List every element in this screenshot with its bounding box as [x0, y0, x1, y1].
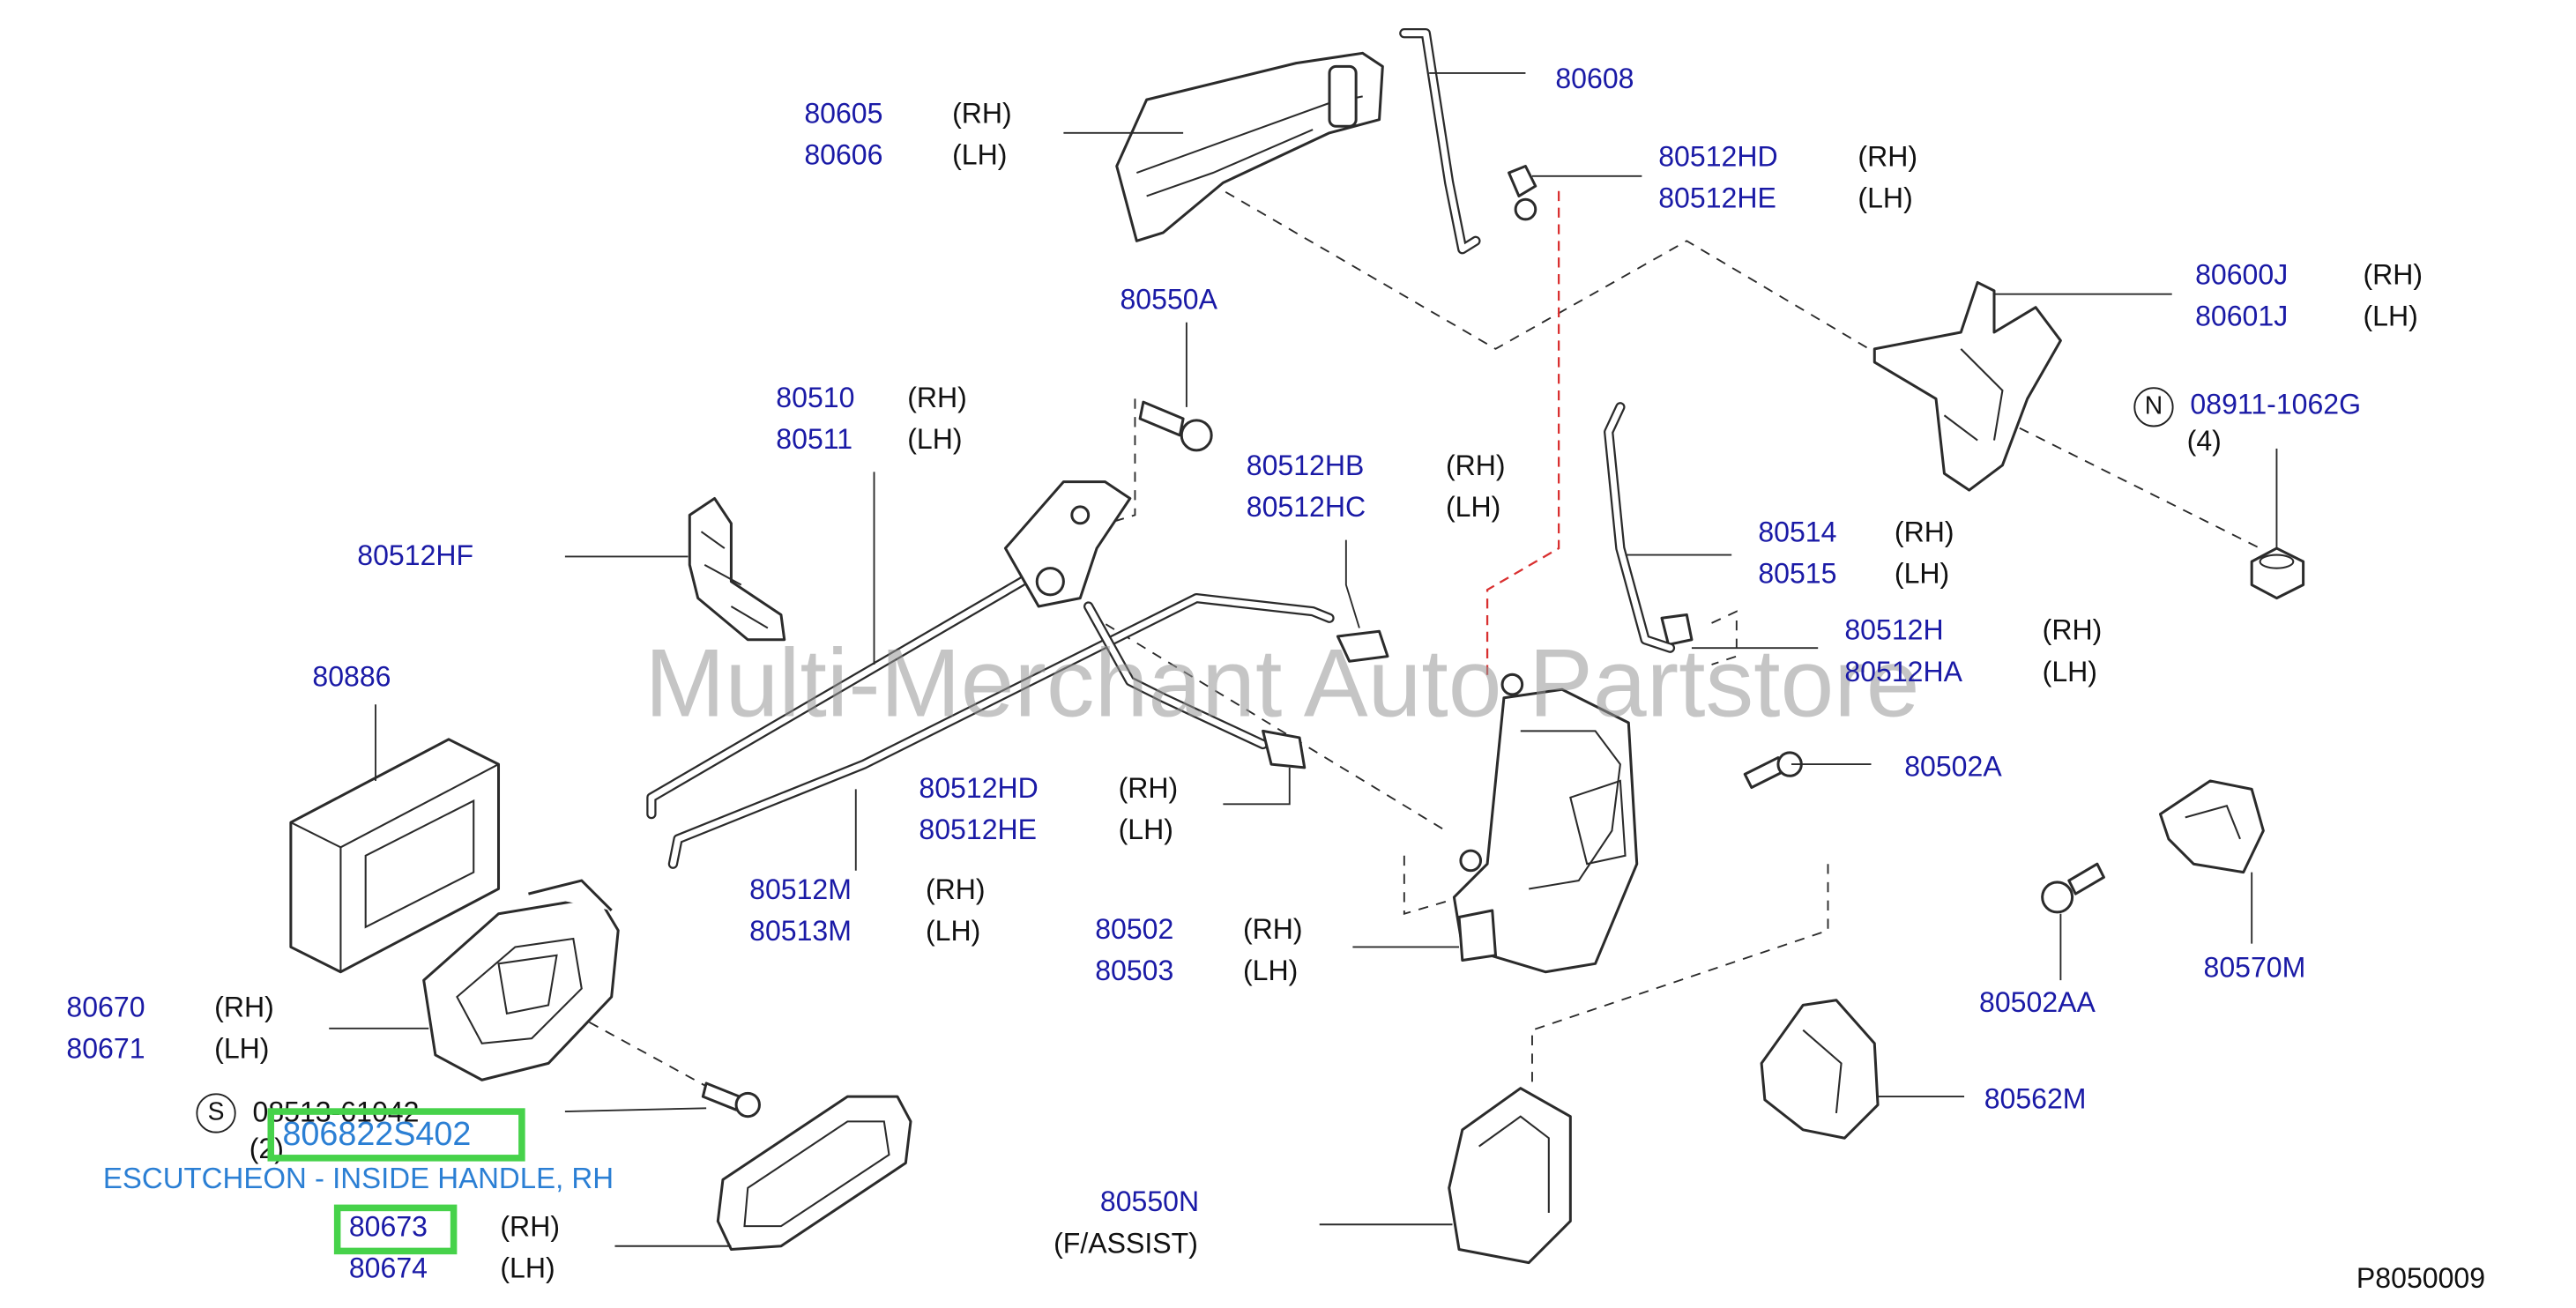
escutcheon-drawing	[716, 1095, 912, 1252]
label-80550a[interactable]: 80550A	[1120, 284, 1217, 316]
screw-80502a-drawing	[1743, 751, 1803, 789]
label-80562m[interactable]: 80562M	[1984, 1083, 2087, 1115]
side-80512hd-mid: (RH)	[1118, 772, 1179, 805]
side-80512hc: (LH)	[1445, 491, 1501, 524]
qty-08911: (4)	[2186, 425, 2222, 457]
side-80511: (LH)	[907, 423, 963, 456]
label-80512h[interactable]: 80512H	[1844, 614, 1944, 647]
bracket-80562m-drawing	[1760, 999, 1880, 1140]
leader-lines	[329, 71, 2278, 1247]
highlight-box-ref	[333, 1204, 458, 1255]
label-80674[interactable]: 80674	[348, 1252, 428, 1285]
side-80512hb: (RH)	[1445, 450, 1506, 482]
symbol-n-circle: N	[2133, 387, 2174, 427]
striker-80570m-drawing	[2158, 779, 2265, 874]
label-80886[interactable]: 80886	[312, 661, 391, 694]
side-80671: (LH)	[214, 1033, 270, 1066]
side-80674: (LH)	[500, 1252, 555, 1285]
label-80570m[interactable]: 80570M	[2203, 952, 2306, 984]
highlight-part-number[interactable]: 806822S402	[282, 1116, 472, 1154]
bellcrank-drawing	[1003, 480, 1132, 608]
label-80514[interactable]: 80514	[1758, 517, 1837, 549]
lock-rod-80514-drawing	[1604, 402, 1676, 653]
label-80550n[interactable]: 80550N	[1099, 1185, 1200, 1218]
side-80513m: (LH)	[925, 915, 981, 948]
side-80512he-top: (LH)	[1858, 182, 1913, 215]
seal-80886-drawing	[289, 738, 501, 974]
side-80515: (LH)	[1894, 558, 1950, 591]
side-80510: (RH)	[907, 382, 967, 414]
label-80502a[interactable]: 80502A	[1904, 751, 2002, 783]
door-lock-actuator-drawing	[1452, 673, 1639, 974]
highlight-description: ESCUTCHEON - INSIDE HANDLE, RH	[102, 1161, 614, 1195]
label-80512hd-top[interactable]: 80512HD	[1658, 141, 1778, 174]
label-80512hf[interactable]: 80512HF	[357, 539, 474, 572]
label-08911-1062g[interactable]: 08911-1062G	[2190, 389, 2362, 420]
label-80600j[interactable]: 80600J	[2195, 259, 2289, 291]
highlight-box-part-number	[267, 1108, 525, 1162]
note-80550n: (F/ASSIST)	[1053, 1228, 1198, 1260]
diagram-code: P8050009	[2356, 1262, 2486, 1295]
label-80512hb[interactable]: 80512HB	[1246, 450, 1365, 482]
label-80502[interactable]: 80502	[1095, 913, 1174, 946]
outside-handle-drawing	[1115, 28, 1537, 255]
side-80502: (RH)	[1242, 913, 1303, 946]
actuator-80550n-drawing	[1448, 1087, 1572, 1265]
watermark: Multi-Merchant Auto Partstore	[644, 629, 1920, 738]
side-80512he-mid: (LH)	[1118, 814, 1173, 846]
side-80601j: (LH)	[2363, 301, 2418, 332]
side-80600j: (RH)	[2363, 259, 2423, 291]
rod-clips-drawing	[1262, 613, 1694, 769]
label-80502aa[interactable]: 80502AA	[1979, 986, 2096, 1019]
side-80512ha: (LH)	[2042, 656, 2097, 688]
side-80670: (RH)	[214, 992, 274, 1024]
label-80512he-mid[interactable]: 80512HE	[919, 814, 1038, 846]
label-80512hc[interactable]: 80512HC	[1246, 491, 1366, 524]
label-80511[interactable]: 80511	[776, 423, 853, 456]
label-80608[interactable]: 80608	[1555, 63, 1634, 95]
label-80670[interactable]: 80670	[66, 992, 145, 1024]
bolt-80550a-drawing	[1138, 400, 1213, 452]
latch-bracket-80600j-drawing	[1872, 280, 2062, 492]
label-80512m[interactable]: 80512M	[749, 873, 852, 906]
label-80510[interactable]: 80510	[776, 382, 855, 414]
label-80605[interactable]: 80605	[804, 98, 883, 130]
label-80671[interactable]: 80671	[66, 1033, 145, 1066]
label-80606[interactable]: 80606	[804, 139, 883, 172]
side-80605: (RH)	[952, 98, 1012, 130]
screw-80502aa-drawing	[2041, 862, 2105, 914]
symbol-s-circle: S	[196, 1093, 236, 1133]
side-80514: (RH)	[1894, 517, 1954, 549]
side-80503: (LH)	[1242, 955, 1299, 987]
screw-08513-drawing	[701, 1081, 761, 1118]
inside-handle-drawing	[422, 879, 620, 1081]
label-80503[interactable]: 80503	[1095, 955, 1174, 987]
side-80606: (LH)	[952, 139, 1008, 172]
nut-08911-drawing	[2250, 546, 2305, 600]
side-80512m: (RH)	[925, 873, 986, 906]
label-80512he-top[interactable]: 80512HE	[1658, 182, 1776, 215]
clip-80512hf-drawing	[688, 496, 786, 642]
label-80515[interactable]: 80515	[1758, 558, 1837, 591]
label-80513m[interactable]: 80513M	[749, 915, 852, 948]
side-80673: (RH)	[500, 1211, 561, 1243]
label-80512ha[interactable]: 80512HA	[1844, 656, 1962, 688]
label-80512hd-mid[interactable]: 80512HD	[919, 772, 1039, 805]
side-80512hd-top: (RH)	[1858, 141, 1918, 174]
label-80673[interactable]: 80673	[348, 1211, 428, 1243]
side-80512h: (RH)	[2042, 614, 2103, 647]
label-80601j[interactable]: 80601J	[2195, 301, 2289, 332]
